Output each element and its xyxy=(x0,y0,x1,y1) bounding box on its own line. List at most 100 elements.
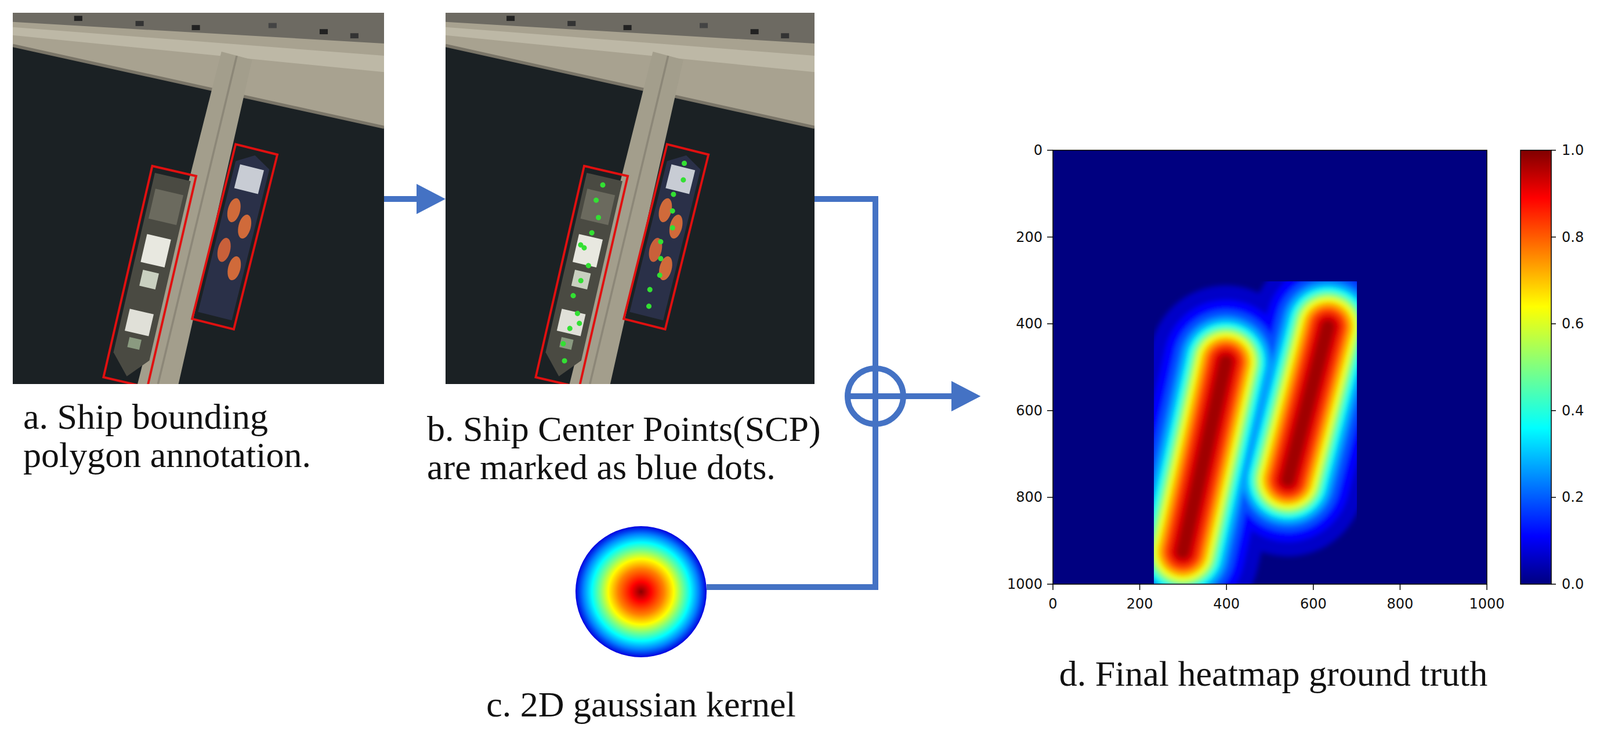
drawing-part xyxy=(669,207,676,215)
colorbar-tick-label: 0.0 xyxy=(1561,575,1597,593)
flow-arrow xyxy=(384,183,446,215)
drawing-part xyxy=(1182,326,1328,552)
drawing-part xyxy=(12,12,385,385)
drawing-part xyxy=(1047,583,1053,585)
panel-caption: b. Ship Center Points(SCP) are marked as… xyxy=(426,409,845,487)
drawing-part xyxy=(588,229,596,237)
axis-tick-label: 800 xyxy=(980,488,1043,506)
label-slot: 1000 xyxy=(1457,595,1516,613)
gaussian-kernel xyxy=(575,526,707,658)
axis-tick-label: 600 xyxy=(980,402,1043,420)
drawing-part xyxy=(561,357,568,364)
image-panel: a. Ship bounding polygon annotation. xyxy=(12,12,385,385)
drawing-part xyxy=(577,277,585,284)
drawing-part xyxy=(570,292,577,299)
drawing-part xyxy=(566,325,574,332)
panel-caption: d. Final heatmap ground truth xyxy=(983,654,1564,693)
arrow-line xyxy=(814,198,953,397)
label-slot: 0 xyxy=(980,141,1043,159)
label-slot: 0.6 xyxy=(1561,315,1597,333)
drawing-part xyxy=(657,255,664,262)
drawing-part xyxy=(1182,326,1328,552)
label-slot: 600 xyxy=(980,402,1043,420)
drawing-part xyxy=(646,286,654,293)
colorbar-tick-label: 0.8 xyxy=(1561,228,1597,246)
drawing-part xyxy=(599,181,607,188)
drawing-part xyxy=(585,262,592,269)
label-slot: 1.0 xyxy=(1561,141,1597,159)
drawing-part xyxy=(1139,584,1141,590)
drawing-part xyxy=(1551,410,1556,412)
drawing-part xyxy=(1047,410,1053,412)
drawing-part xyxy=(1182,326,1328,552)
drawing-part xyxy=(670,190,677,198)
satellite-image xyxy=(12,12,385,385)
label-slot: 200 xyxy=(980,228,1043,246)
axis-tick-label: 200 xyxy=(1110,595,1169,613)
drawing-part xyxy=(656,272,664,279)
axis-tick-label: 600 xyxy=(1284,595,1343,613)
drawing-part xyxy=(1225,584,1227,590)
drawing-part xyxy=(1047,323,1053,325)
label-slot: 400 xyxy=(1197,595,1256,613)
axis-tick-label: 1000 xyxy=(980,575,1043,593)
axis-tick-label: 400 xyxy=(1197,595,1256,613)
drawing-part xyxy=(595,214,602,221)
arrow-head xyxy=(416,183,446,215)
drawing-part xyxy=(679,176,687,184)
drawing-part xyxy=(1182,326,1328,552)
drawing-part xyxy=(1520,150,1552,585)
drawing-part xyxy=(1047,236,1053,238)
drawing-part xyxy=(1182,326,1328,552)
drawing-part xyxy=(1052,150,1487,585)
drawing-part xyxy=(1047,150,1487,590)
drawing-part xyxy=(657,238,664,245)
panel-caption: a. Ship bounding polygon annotation. xyxy=(23,397,349,474)
axis-tick-label: 0 xyxy=(1023,595,1082,613)
colorbar-tick-label: 0.6 xyxy=(1561,315,1597,333)
label-slot: 1000 xyxy=(980,575,1043,593)
label-slot: 200 xyxy=(1110,595,1169,613)
drawing-part xyxy=(1551,236,1556,238)
drawing-part xyxy=(1399,584,1402,590)
drawing-part xyxy=(1182,326,1328,552)
axis-tick-label: 1000 xyxy=(1457,595,1516,613)
drawing-part xyxy=(1182,326,1328,552)
label-slot: 0.4 xyxy=(1561,402,1597,420)
drawing-part xyxy=(1551,150,1556,585)
drawing-part xyxy=(559,340,567,347)
drawing-part xyxy=(641,158,692,311)
colorbar-tick-label: 1.0 xyxy=(1561,141,1597,159)
drawing-part xyxy=(669,224,676,231)
drawing-part xyxy=(575,526,707,658)
drawing-part xyxy=(1182,326,1328,552)
flow-arrow xyxy=(814,198,981,412)
axis-tick-label: 200 xyxy=(980,228,1043,246)
image-panel: b. Ship Center Points(SCP) are marked as… xyxy=(445,12,815,385)
label-slot: 800 xyxy=(1370,595,1429,613)
arrow-line xyxy=(384,196,418,202)
label-slot: 0.0 xyxy=(1561,575,1597,593)
colorbar-tick-label: 0.2 xyxy=(1561,488,1597,506)
drawing-part xyxy=(1486,584,1488,590)
drawing-part xyxy=(1047,497,1053,499)
drawing-part xyxy=(1551,149,1556,151)
drawing-part xyxy=(445,12,815,385)
label-slot: 400 xyxy=(980,315,1043,333)
label-slot: 600 xyxy=(1284,595,1343,613)
drawing-part xyxy=(576,320,583,327)
axis-tick-label: 800 xyxy=(1370,595,1429,613)
drawing-part xyxy=(1052,150,1487,585)
arrow-head xyxy=(951,381,981,412)
drawing-part xyxy=(1182,326,1328,552)
arrow-head xyxy=(951,381,981,412)
drawing-part xyxy=(592,197,600,204)
heatmap-panel: d. Final heatmap ground truth xyxy=(980,139,1593,624)
drawing-part xyxy=(551,179,615,366)
drawing-part xyxy=(577,241,584,249)
kernel-panel: c. 2D gaussian kernel xyxy=(575,526,707,658)
drawing-part xyxy=(574,310,581,317)
